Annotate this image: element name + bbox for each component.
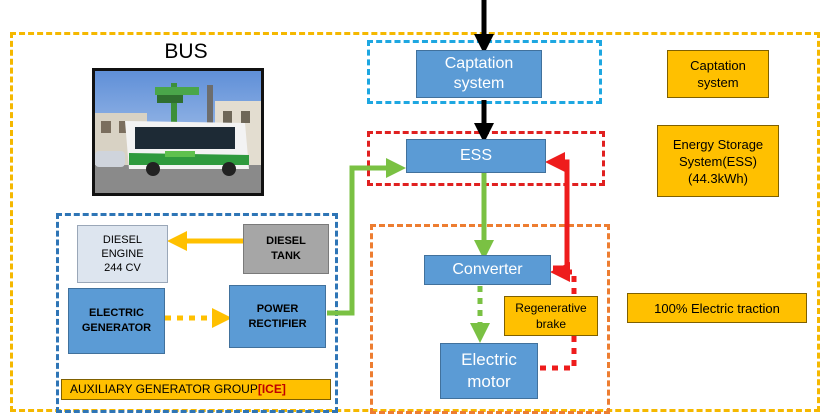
diesel-engine-box: DIESEL ENGINE 244 CV [77,225,168,283]
auxiliary-group-label: AUXILIARY GENERATOR GROUP[ICE] [61,379,331,400]
bus-photo [92,68,264,196]
converter-ess-arrow [545,152,570,271]
regenerative-brake-label: Regenerative brake [504,296,598,336]
rectifier-ess-arrow [327,158,406,316]
auxiliary-group-label-text: AUXILIARY GENERATOR GROUP [70,382,258,396]
electric-motor-box: Electric motor [440,343,538,399]
captation-system-box: Captation system [416,50,542,98]
ess-box: ESS [406,139,546,173]
bus-title: BUS [164,40,208,63]
auxiliary-group-label-tag: [ICE] [257,382,286,396]
electric-generator-box: ELECTRIC GENERATOR [68,288,165,354]
power-rectifier-box: POWER RECTIFIER [229,285,326,348]
captation-system-note: Captation system [667,50,769,98]
regen-arrow [540,262,577,371]
ess-note: Energy Storage System(ESS) (44.3kWh) [657,125,779,197]
electric-traction-note: 100% Electric traction [627,293,807,323]
converter-box: Converter [424,255,551,285]
connection-wires [165,0,577,371]
diesel-tank-box: DIESEL TANK [243,224,329,274]
